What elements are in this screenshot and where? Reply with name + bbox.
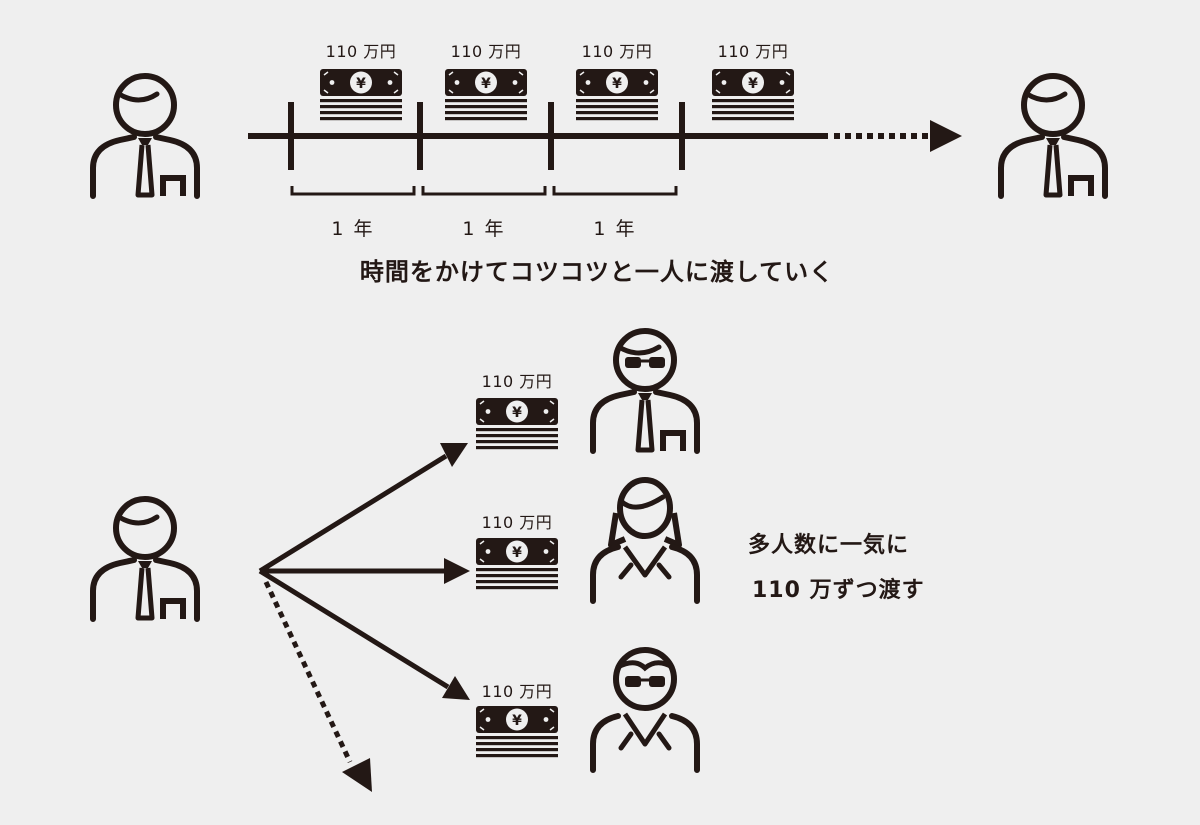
gradual-gift-caption: 時間をかけてコツコツと一人に渡していく <box>359 258 835 286</box>
year-brackets <box>290 186 678 196</box>
arrowhead-lower <box>442 676 470 700</box>
amount-label: 110 万円 <box>581 42 653 61</box>
receiver-person-icon <box>1001 76 1105 196</box>
year-label: 1 年 <box>331 218 375 240</box>
arrow-lower <box>258 568 450 690</box>
giver-person-icon <box>93 76 197 196</box>
money-stack-icon <box>711 68 795 121</box>
arrowhead-dotted <box>342 758 372 792</box>
arrowhead-middle <box>444 558 470 584</box>
money-stack-icon <box>319 68 403 121</box>
year-label: 1 年 <box>593 218 637 240</box>
arrow-dotted <box>263 580 353 764</box>
amount-label: 110 万円 <box>481 372 553 391</box>
bulk-giver-person-icon <box>93 499 197 619</box>
amount-label: 110 万円 <box>717 42 789 61</box>
money-stack-icon <box>444 68 528 121</box>
bulk-gift-caption-line1: 多人数に一気に <box>748 533 910 558</box>
year-label: 1 年 <box>462 218 506 240</box>
timeline-arrowhead <box>930 120 962 152</box>
money-stack-icon <box>475 705 559 758</box>
arrowhead-upper <box>440 443 468 467</box>
money-stack-icon <box>475 397 559 450</box>
recipient-woman-person-icon <box>593 480 697 601</box>
bulk-gift-caption-line2: 110 万ずつ渡す <box>752 578 925 603</box>
amount-label: 110 万円 <box>450 42 522 61</box>
amount-label: 110 万円 <box>481 513 553 532</box>
timeline-ticks <box>288 102 685 170</box>
recipient-suit-person-icon <box>593 650 697 770</box>
arrow-upper <box>258 453 448 574</box>
money-stack-icon <box>575 68 659 121</box>
money-stack-icon <box>475 537 559 590</box>
amount-label: 110 万円 <box>325 42 397 61</box>
amount-label: 110 万円 <box>481 682 553 701</box>
recipient-glasses-person-icon <box>593 331 697 451</box>
